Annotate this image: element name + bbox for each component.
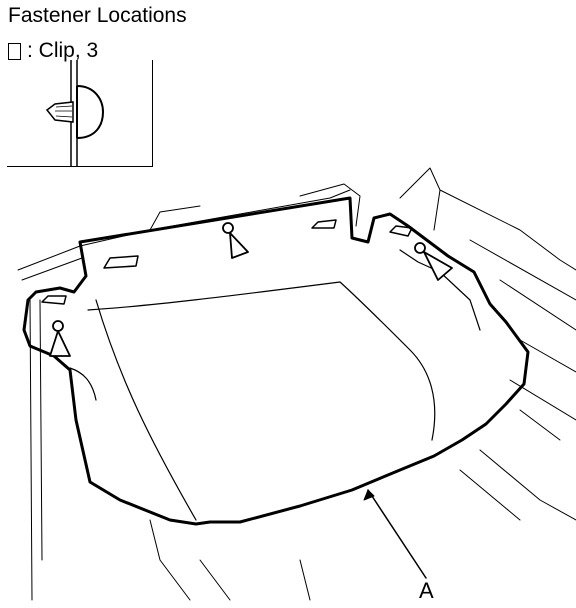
panel-fold-line [87,281,436,441]
trim-panel-outline [22,196,530,526]
panel-slot-left-edge [41,295,67,305]
fastener-legend: : Clip, 3 [8,39,98,63]
clip-symbol-icon [8,42,21,60]
clip-detail-inset [7,60,153,167]
callout-label-a: A [419,578,434,603]
panel-slot-right [311,219,337,229]
body-outline-lines [17,167,576,601]
clip-marker-2 [414,242,453,281]
panel-slot-upper-right [389,225,413,237]
callout-a-arrowhead [363,489,375,501]
clip-marker-1 [222,222,249,259]
clip-detail-icon [45,60,105,166]
diagram-title: Fastener Locations [8,4,187,27]
legend-text: : Clip, 3 [27,39,99,62]
panel-slot-left [103,255,139,269]
callout-a-leader [367,489,427,579]
clip-marker-3 [49,320,71,357]
